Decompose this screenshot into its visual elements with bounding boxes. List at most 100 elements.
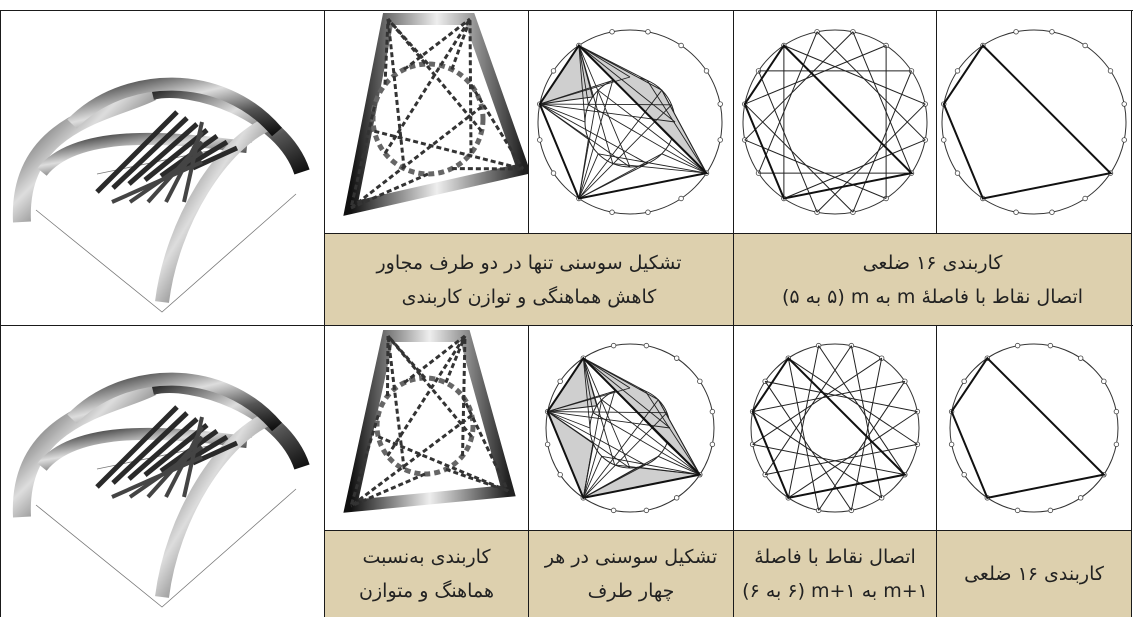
star-pattern-6-row2 <box>734 326 936 530</box>
inner-rib <box>111 411 189 485</box>
inner-rib <box>111 116 189 190</box>
lily-line <box>614 464 700 476</box>
node-dot <box>1014 342 1021 349</box>
lily-line <box>598 153 707 174</box>
node-dot <box>948 441 955 448</box>
lily-line <box>592 412 701 476</box>
outer-circle <box>545 343 715 513</box>
node-dot <box>550 68 557 74</box>
caption-row1-left-line1: تشکیل سوسنی تنها در دو طرف مجاور <box>376 251 682 274</box>
star-line <box>816 31 926 141</box>
star-line <box>752 357 882 445</box>
plan-render-row1 <box>325 11 528 233</box>
node-dot <box>1121 137 1127 143</box>
inner-rib <box>127 122 199 186</box>
node-dot <box>1077 495 1084 501</box>
node-dot <box>1101 378 1107 385</box>
lily-line <box>582 399 603 498</box>
lily-line <box>583 464 646 499</box>
node-dot <box>1113 408 1120 415</box>
node-dot <box>1121 101 1127 107</box>
node-dot <box>609 209 615 215</box>
lily-line <box>547 411 667 414</box>
plan-rib <box>403 334 466 384</box>
node-dot <box>1113 441 1120 448</box>
star-line <box>852 31 912 174</box>
caption-row1-right: کاربندی ۱۶ ضلعی اتصال نقاط با فاصلهٔ m ب… <box>734 234 1131 325</box>
lily-line <box>661 153 707 174</box>
caption-row1-right-line1: کاربندی ۱۶ ضلعی <box>862 251 1003 274</box>
caption-row2-col2: اتصال نقاط با فاصلهٔ m+۱ به m+۱ (۶ به ۶) <box>734 531 936 617</box>
star-line <box>787 358 820 511</box>
lily-line <box>539 103 648 164</box>
polygon-16-row2 <box>937 326 1131 530</box>
lily-line <box>658 455 701 476</box>
quadrilateral <box>942 43 1113 200</box>
star-line <box>788 357 918 445</box>
plan-rib <box>350 472 426 508</box>
node-dot <box>1107 68 1114 74</box>
arch-rib <box>155 410 275 598</box>
lily-pattern-row1 <box>529 11 733 233</box>
star-line <box>816 103 926 213</box>
lily-line <box>578 45 586 123</box>
plan-rib <box>468 18 473 154</box>
quadrilateral <box>546 356 702 499</box>
arch-rib <box>12 378 157 518</box>
grid-line-v4 <box>936 10 937 233</box>
lily-line <box>578 153 599 199</box>
arch-rib <box>67 77 282 137</box>
plan-rib <box>374 129 524 171</box>
plan-rib <box>385 335 390 397</box>
node-dot <box>1014 507 1021 514</box>
star-line <box>850 345 883 498</box>
plan-border <box>343 13 528 216</box>
star-line <box>744 31 854 141</box>
lily-line <box>539 103 586 123</box>
lily-line <box>539 79 613 105</box>
node-dot <box>1049 29 1055 35</box>
star-line <box>752 380 905 413</box>
lily-line <box>547 411 646 466</box>
star-line <box>788 411 918 499</box>
plan-rib <box>461 335 467 456</box>
plan-rib <box>386 335 467 457</box>
node-dot <box>645 209 651 215</box>
lily-line <box>578 45 589 105</box>
lily-shade <box>546 356 598 413</box>
quadrilateral <box>751 356 907 499</box>
outer-circle <box>941 29 1127 215</box>
plan-rib <box>444 335 467 384</box>
vault-3d-render-row1 <box>2 12 322 324</box>
lily-line <box>547 390 615 413</box>
node-dot <box>550 170 557 176</box>
quadrilateral <box>538 43 709 200</box>
star-line <box>787 345 820 498</box>
node-dot <box>1082 42 1088 49</box>
lily-line <box>547 411 594 444</box>
lily-line <box>582 399 659 499</box>
caption-row2-col1: کاربندی ۱۶ ضلعی <box>937 531 1131 617</box>
node-dot <box>717 137 723 143</box>
grid-line-row1-caption <box>324 233 1132 234</box>
caption-row2-col4-line1: کاربندی به‌نسبت <box>362 546 491 568</box>
node-dot <box>1013 29 1019 35</box>
node-dot <box>643 342 650 349</box>
lily-line <box>583 357 631 389</box>
inner-rib <box>182 121 204 203</box>
caption-row2-col1-line1: کاربندی ۱۶ ضلعی <box>964 563 1104 585</box>
plan-rib <box>386 335 473 438</box>
outer-circle <box>949 343 1119 513</box>
outer-circle <box>750 343 920 513</box>
lily-line <box>582 358 591 429</box>
node-dot <box>961 378 967 385</box>
plan-render-row2 <box>325 326 528 530</box>
node-dot <box>645 29 651 35</box>
vault-3d-render-row2 <box>2 327 322 615</box>
node-dot <box>610 342 617 349</box>
outer-circle <box>537 29 723 215</box>
star-line <box>852 70 912 213</box>
lily-line <box>612 163 707 174</box>
arch-rib <box>155 115 275 303</box>
